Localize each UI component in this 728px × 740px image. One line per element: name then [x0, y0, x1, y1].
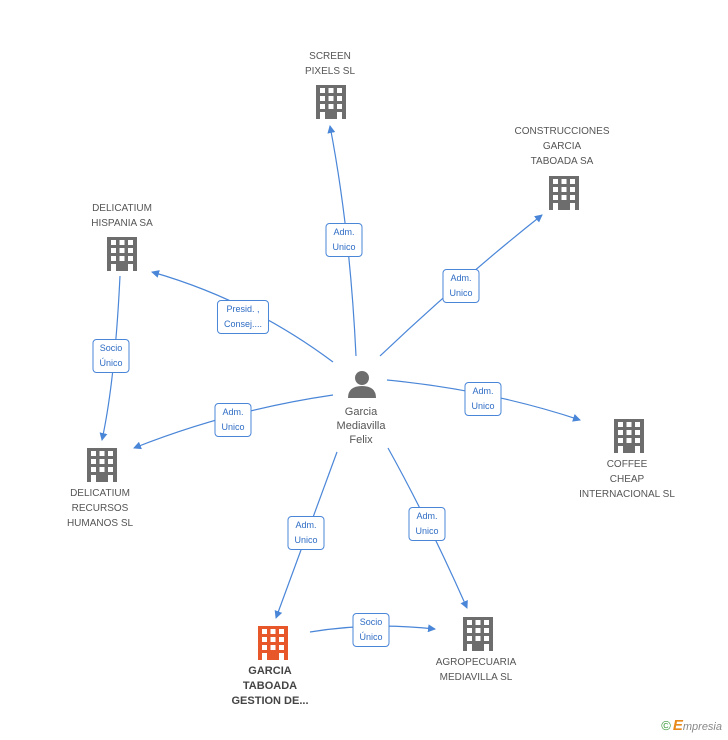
company-name-line: TABOADA — [242, 680, 298, 692]
brand-footer[interactable]: ©Empresia — [661, 717, 722, 734]
company-label-delicatium-hispania[interactable]: DELICATIUM HISPANIA SA — [91, 201, 153, 231]
company-name-line: CHEAP — [609, 474, 645, 485]
company-name-line: MEDIAVILLA SL — [439, 672, 513, 683]
person-label[interactable]: Garcia Mediavilla Felix — [337, 405, 386, 447]
relation-label-garcia-taboada[interactable]: Adm. Unico — [287, 516, 325, 550]
construcciones-building-icon[interactable] — [549, 176, 579, 210]
company-name-line: DELICATIUM — [92, 203, 152, 214]
person-icon[interactable] — [348, 371, 376, 398]
company-name-line: HISPANIA SA — [91, 218, 153, 229]
relation-line: Adm. — [472, 386, 494, 396]
relation-line: Unico — [471, 401, 495, 411]
relation-line: Unico — [221, 422, 245, 432]
relation-label-delicatium-hispania[interactable]: Presid. , Consej.... — [216, 300, 270, 334]
brand-logo-text: mpresia — [682, 721, 722, 733]
relation-line: Unico — [332, 242, 356, 252]
company-name-line: DELICATIUM — [70, 488, 130, 499]
relation-line: Consej.... — [223, 319, 263, 329]
relation-label-construcciones[interactable]: Adm. Unico — [442, 269, 480, 303]
relation-line: Adm. — [333, 227, 355, 237]
garcia-taboada-building-icon[interactable] — [258, 626, 288, 660]
relation-label-screen[interactable]: Adm. Unico — [325, 223, 363, 257]
company-name-line: COFFEE — [606, 459, 648, 470]
company-name-line: TABOADA SA — [530, 156, 594, 167]
relation-line: Unico — [449, 288, 473, 298]
relation-label-agropecuaria[interactable]: Adm. Unico — [408, 507, 446, 541]
agropecuaria-building-icon[interactable] — [463, 617, 493, 651]
relation-line: Adm. — [450, 273, 472, 283]
relation-line: Presid. , — [226, 304, 260, 314]
relation-label-garcia-agro[interactable]: Socio Único — [352, 613, 390, 647]
brand-logo-letter: E — [672, 717, 683, 734]
company-name-line: SCREEN — [309, 51, 351, 62]
relation-label-coffee[interactable]: Adm. Unico — [464, 382, 502, 416]
company-name-line: AGROPECUARIA — [435, 657, 517, 668]
relation-line: Adm. — [295, 520, 317, 530]
relation-line: Unico — [415, 526, 439, 536]
edges — [99, 125, 581, 633]
person-name-line: Mediavilla — [336, 420, 386, 432]
company-name-line: INTERNACIONAL SL — [579, 489, 675, 500]
relation-line: Único — [99, 358, 123, 368]
company-label-screen[interactable]: SCREEN PIXELS SL — [305, 49, 355, 79]
copyright-icon: © — [661, 718, 671, 733]
person-name-line: Felix — [349, 434, 373, 446]
company-label-delicatium-rh[interactable]: DELICATIUM RECURSOS HUMANOS SL — [67, 486, 133, 531]
delicatium-rh-building-icon[interactable] — [87, 448, 117, 482]
company-label-agropecuaria[interactable]: AGROPECUARIA MEDIAVILLA SL — [436, 655, 517, 685]
company-name-line: HUMANOS SL — [66, 518, 134, 529]
company-name-line: GARCIA — [542, 141, 582, 152]
company-label-coffee[interactable]: COFFEE CHEAP INTERNACIONAL SL — [579, 457, 675, 502]
relation-line: Adm. — [416, 511, 438, 521]
company-label-construcciones[interactable]: CONSTRUCCIONES GARCIA TABOADA SA — [514, 124, 609, 169]
relation-line: Único — [359, 632, 383, 642]
company-name-line: CONSTRUCCIONES — [514, 126, 610, 137]
relation-label-delicatium-rh[interactable]: Adm. Unico — [214, 403, 252, 437]
relation-label-hispania-rh[interactable]: Socio Único — [92, 339, 130, 373]
relation-line: Socio — [99, 343, 123, 353]
company-name-line: RECURSOS — [71, 503, 129, 514]
delicatium-hispania-building-icon[interactable] — [107, 237, 137, 271]
relation-line: Unico — [294, 535, 318, 545]
company-name-line: PIXELS SL — [304, 66, 356, 77]
company-name-line: GESTION DE... — [231, 695, 309, 707]
person-name-line: Garcia — [344, 406, 378, 418]
relation-line: Socio — [359, 617, 383, 627]
company-label-garcia-taboada[interactable]: GARCIA TABOADA GESTION DE... — [231, 664, 308, 709]
screen-building-icon[interactable] — [316, 85, 346, 119]
relation-line: Adm. — [222, 407, 244, 417]
company-name-line: GARCIA — [248, 665, 292, 677]
coffee-building-icon[interactable] — [614, 419, 644, 453]
